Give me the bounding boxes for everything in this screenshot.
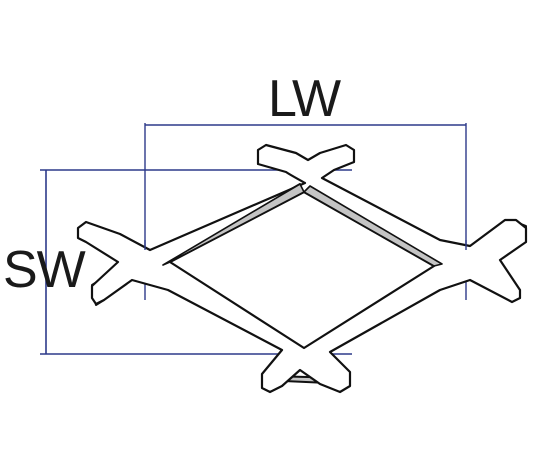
short-way-label: SW bbox=[3, 241, 86, 299]
opening-bevel bbox=[162, 183, 443, 267]
dimension-overlays bbox=[144, 240, 467, 250]
dimension-lines bbox=[45, 124, 466, 354]
long-way-label: LW bbox=[268, 70, 341, 128]
